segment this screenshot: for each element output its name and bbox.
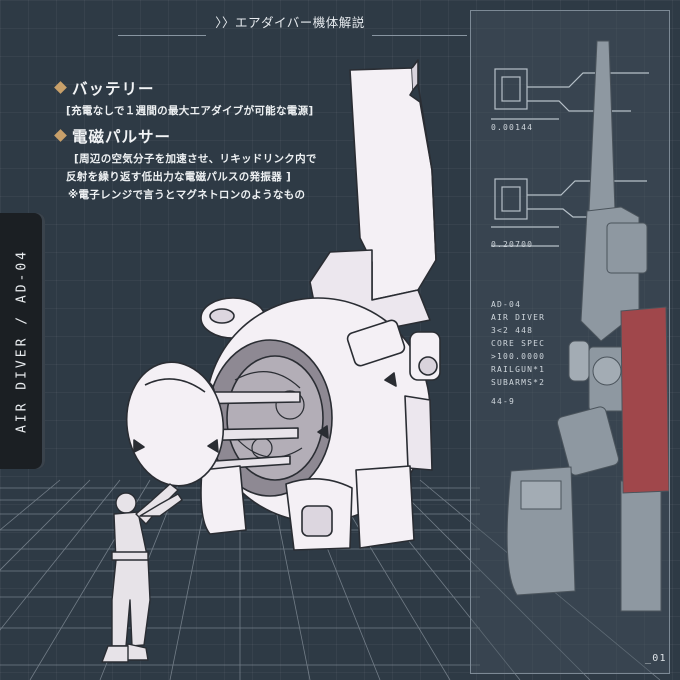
blueprint-drawing [491,40,669,612]
spec-line-5: >100.0000 [491,352,546,361]
spec-line-3: 3<2 448 [491,326,534,335]
spec-line-4: CORE SPEC [491,339,546,348]
front-dome [125,361,225,487]
header-rule-left [118,35,206,36]
lower-skid-right [355,465,415,549]
pulser-description-line-2: 反射を繰り返す低出力な電磁パルスの発振器 ] [66,171,292,183]
pulser-description-note: ※電子レンジで言うとマグネトロンのようなもの [68,189,306,201]
spec-line-9: 44-9 [491,397,516,406]
side-joint [346,319,406,367]
battery-heading: バッテリー [72,80,155,98]
header-rule-right [372,35,467,36]
page-header-title: 〉〉エアダイバー機体解説 [215,15,365,30]
spec-line-2: AIR DIVER [491,313,546,322]
pilot-figure [101,483,183,663]
page-number: _01 [645,653,667,664]
spec-line-1: AD-04 [491,300,522,309]
spec-panel: 0.00144 0.20700 AD-04 AIR DIVER 3<2 448 … [470,10,670,674]
pulser-heading: 電磁パルサー [72,128,172,146]
readout-1: 0.00144 [491,123,534,132]
spec-line-7: SUBARMS*2 [491,378,546,387]
battery-description: [充電なしで１週間の最大エアダイブが可能な電源] [66,105,314,117]
spec-line-6: RAILGUN*1 [491,365,546,374]
lower-skid-left [200,465,247,535]
side-tab [0,213,45,469]
pulser-description-line-1: [周辺の空気分子を加速させ、リキッドリンク内で [74,153,317,165]
readout-2: 0.20700 [491,240,534,249]
